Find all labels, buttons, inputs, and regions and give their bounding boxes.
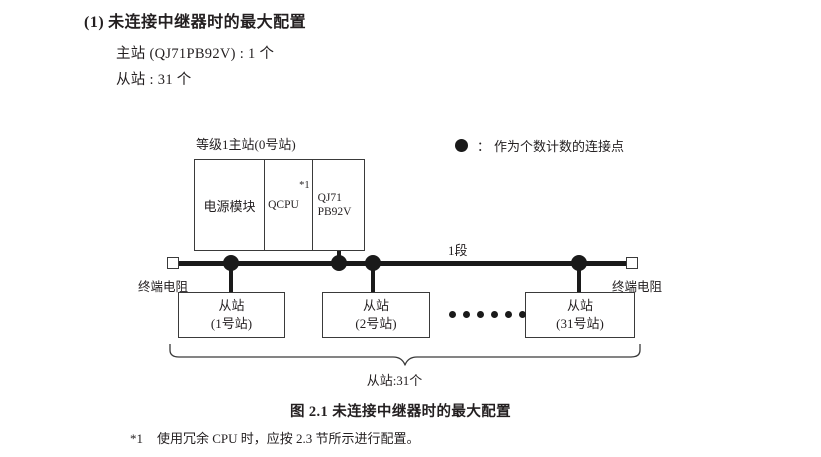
qcpu-footnote-mark: *1 — [299, 180, 310, 191]
slave-name: 从站 — [218, 298, 245, 314]
connection-node — [365, 255, 381, 271]
connection-node — [571, 255, 587, 271]
ellipsis-dot — [491, 311, 498, 318]
terminating-resistor-left-icon — [167, 257, 179, 269]
legend-colon: ： — [477, 139, 491, 154]
ellipsis-dot — [449, 311, 456, 318]
power-supply-module: 电源模块 — [195, 160, 266, 250]
figure-caption: 图 2.1 未连接中继器时的最大配置 — [0, 400, 821, 421]
segment-count-label: 1段 — [448, 243, 468, 258]
power-supply-label: 电源模块 — [203, 198, 256, 214]
figure-caption-text: 图 2.1 未连接中继器时的最大配置 — [289, 404, 512, 420]
ellipsis-dot — [505, 311, 512, 318]
slave-station-number: (2号站) — [355, 316, 397, 331]
qj71pb92v-module: QJ71 PB92V — [313, 160, 364, 250]
connection-node — [331, 255, 347, 271]
footnote-mark: *1 — [130, 431, 143, 446]
section-title: 未连接中继器时的最大配置 — [108, 14, 307, 31]
spec-master-count: 主站 (QJ71PB92V) : 1 个 — [116, 46, 275, 62]
master-module-rack: 电源模块 QCPU *1 QJ71 PB92V — [194, 159, 365, 251]
master-station-label: 等级1主站(0号站) — [196, 137, 296, 152]
spec-slave-count: 从站 : 31 个 — [116, 72, 192, 88]
ellipsis-dot — [519, 311, 526, 318]
page-footnote: *1 使用冗余 CPU 时，应按 2.3 节所示进行配置。 — [130, 428, 420, 447]
ellipsis-dot — [463, 311, 470, 318]
slave-name: 从站 — [566, 298, 593, 314]
qcpu-label: QCPU — [268, 199, 299, 211]
slave-station-box: 从站 (1号站) — [178, 292, 285, 338]
slave-name: 从站 — [362, 298, 389, 314]
qj71pb92v-label-line2: PB92V — [317, 206, 352, 218]
section-number: (1) — [84, 14, 105, 31]
slave-total-text: 从站:31个 — [366, 373, 423, 388]
terminating-resistor-left-label: 终端电阻 — [138, 280, 189, 294]
slave-station-box: 从站 (2号站) — [322, 292, 430, 338]
legend-text: 作为个数计数的连接点 — [494, 139, 625, 154]
qj71pb92v-label-line1: QJ71 — [317, 191, 342, 204]
slave-drop-lead — [577, 266, 581, 294]
terminating-resistor-right-label: 终端电阻 — [612, 280, 663, 294]
ellipsis-dot — [477, 311, 484, 318]
connection-node — [223, 255, 239, 271]
slave-total-label: 从站:31个 — [0, 370, 821, 389]
slave-drop-lead — [229, 266, 233, 294]
ellipsis-dots — [449, 311, 526, 318]
slave-group-brace — [168, 344, 642, 368]
terminating-resistor-right-icon — [626, 257, 638, 269]
slave-drop-lead — [371, 266, 375, 294]
footnote-text: 使用冗余 CPU 时，应按 2.3 节所示进行配置。 — [157, 431, 420, 446]
slave-station-number: (1号站) — [210, 316, 253, 331]
slave-station-number: (31号站) — [556, 316, 604, 331]
legend: ： 作为个数计数的连接点 — [455, 136, 624, 155]
section-heading: (1)未连接中继器时的最大配置 — [84, 8, 306, 32]
qcpu-module: QCPU *1 — [265, 160, 313, 250]
slave-station-box: 从站 (31号站) — [525, 292, 635, 338]
fieldbus-trunk-line — [176, 261, 628, 266]
filled-circle-icon — [455, 139, 468, 152]
